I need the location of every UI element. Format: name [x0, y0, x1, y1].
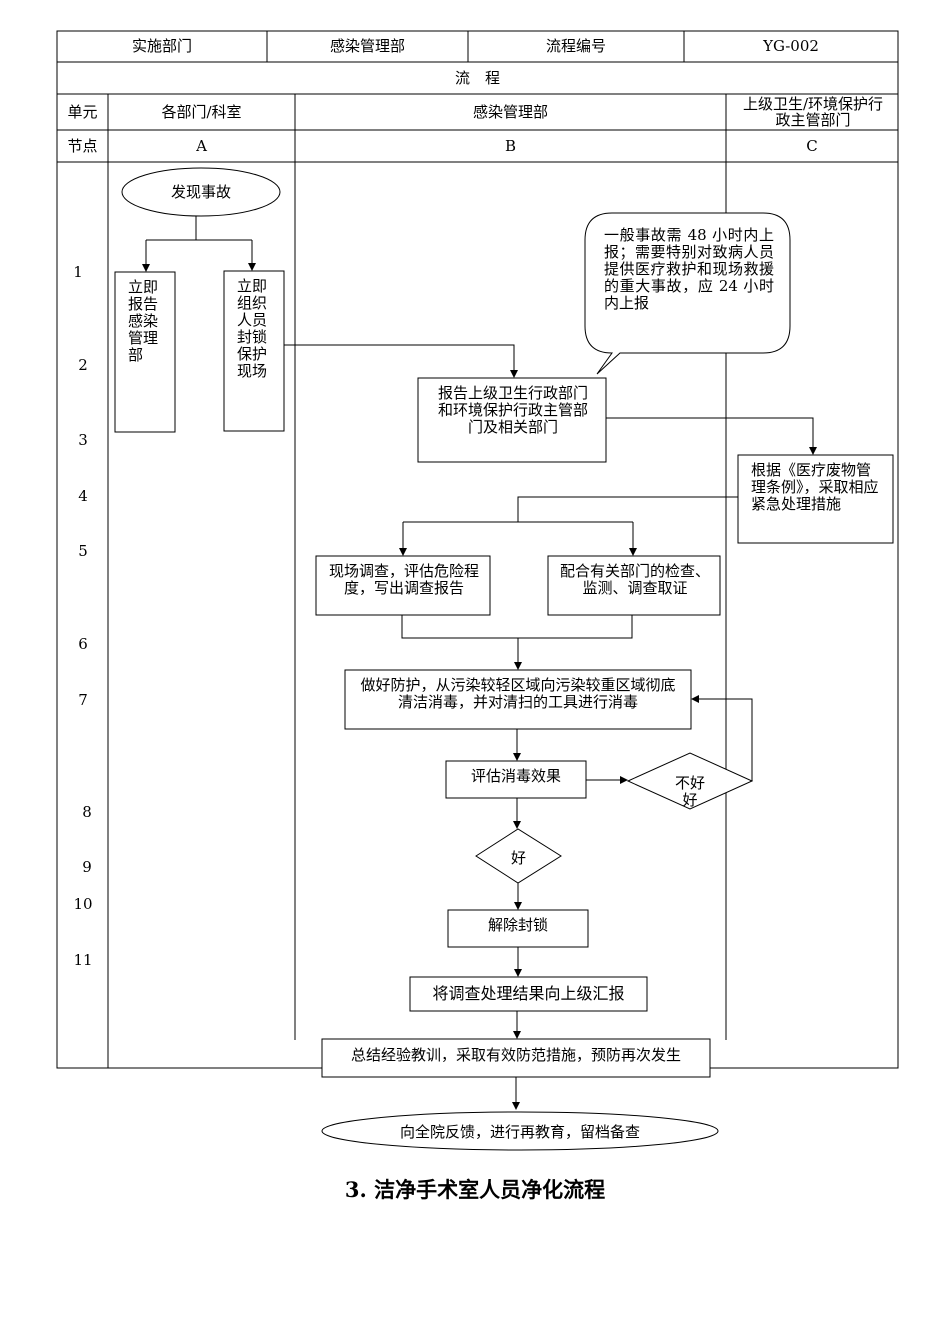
unit-c: 上级卫生/环境保护行政主管部门	[742, 95, 884, 129]
dept-label: 实施部门	[131, 37, 192, 55]
unit-label: 单元	[67, 102, 98, 121]
seal-site-box: 立即组织人员封锁保护现场	[237, 277, 268, 380]
investigate-box: 现场调查，评估危险程度，写出调查报告	[328, 562, 479, 597]
node-c: C	[806, 136, 818, 155]
section-title: 流 程	[454, 68, 500, 87]
summary-box: 总结经验教训，采取有效防范措施，预防再次发生	[350, 1045, 681, 1064]
dept-value: 感染管理部	[329, 37, 405, 55]
time-limit-callout: 一般事故需 48 小时内上报；需要特别对致病人员提供医疗救护和现场救援的重大事故…	[604, 226, 774, 312]
cooperate-box: 配合有关部门的检查、监测、调查取证	[559, 562, 710, 597]
row-number: 4	[78, 487, 88, 505]
evaluate-box: 评估消毒效果	[470, 766, 561, 785]
code-label: 流程编号	[545, 37, 606, 55]
row-number: 2	[78, 356, 88, 374]
row-number: 8	[82, 803, 92, 821]
feedback-end-node: 向全院反馈，进行再教育，留档备查	[399, 1122, 640, 1141]
row-number: 6	[78, 635, 88, 653]
row-number: 10	[73, 895, 93, 913]
lift-seal-box: 解除封锁	[487, 915, 548, 934]
disinfect-box: 做好防护，从污染较轻区域向污染较重区域彻底清洁消毒，并对清扫的工具进行消毒	[360, 676, 676, 711]
unit-b: 感染管理部	[472, 102, 548, 121]
node-label: 节点	[67, 136, 98, 155]
code-value: YG-002	[763, 37, 819, 55]
next-section-title: 3. 洁净手术室人员净化流程	[344, 1177, 606, 1202]
row-number: 1	[73, 263, 83, 281]
row-number: 5	[78, 542, 88, 560]
row-number: 9	[82, 858, 92, 876]
row-number: 7	[78, 691, 88, 709]
regulation-box: 根据《医疗废物管理条例》，采取相应紧急处理措施	[751, 461, 879, 513]
good-decision: 好	[510, 848, 526, 867]
unit-a: 各部门/科室	[161, 102, 242, 121]
report-result-box: 将调查处理结果向上级汇报	[432, 983, 625, 1003]
report-upper-box: 报告上级卫生行政部门和环境保护行政主管部门及相关部门	[437, 384, 588, 436]
report-infection-box: 立即报告感染管理部	[128, 278, 159, 364]
row-number: 11	[73, 951, 93, 969]
node-b: B	[504, 136, 517, 155]
node-a: A	[196, 136, 207, 155]
start-node: 发现事故	[170, 182, 231, 201]
not-good-decision: 不好好	[674, 774, 705, 809]
row-number: 3	[78, 431, 88, 449]
